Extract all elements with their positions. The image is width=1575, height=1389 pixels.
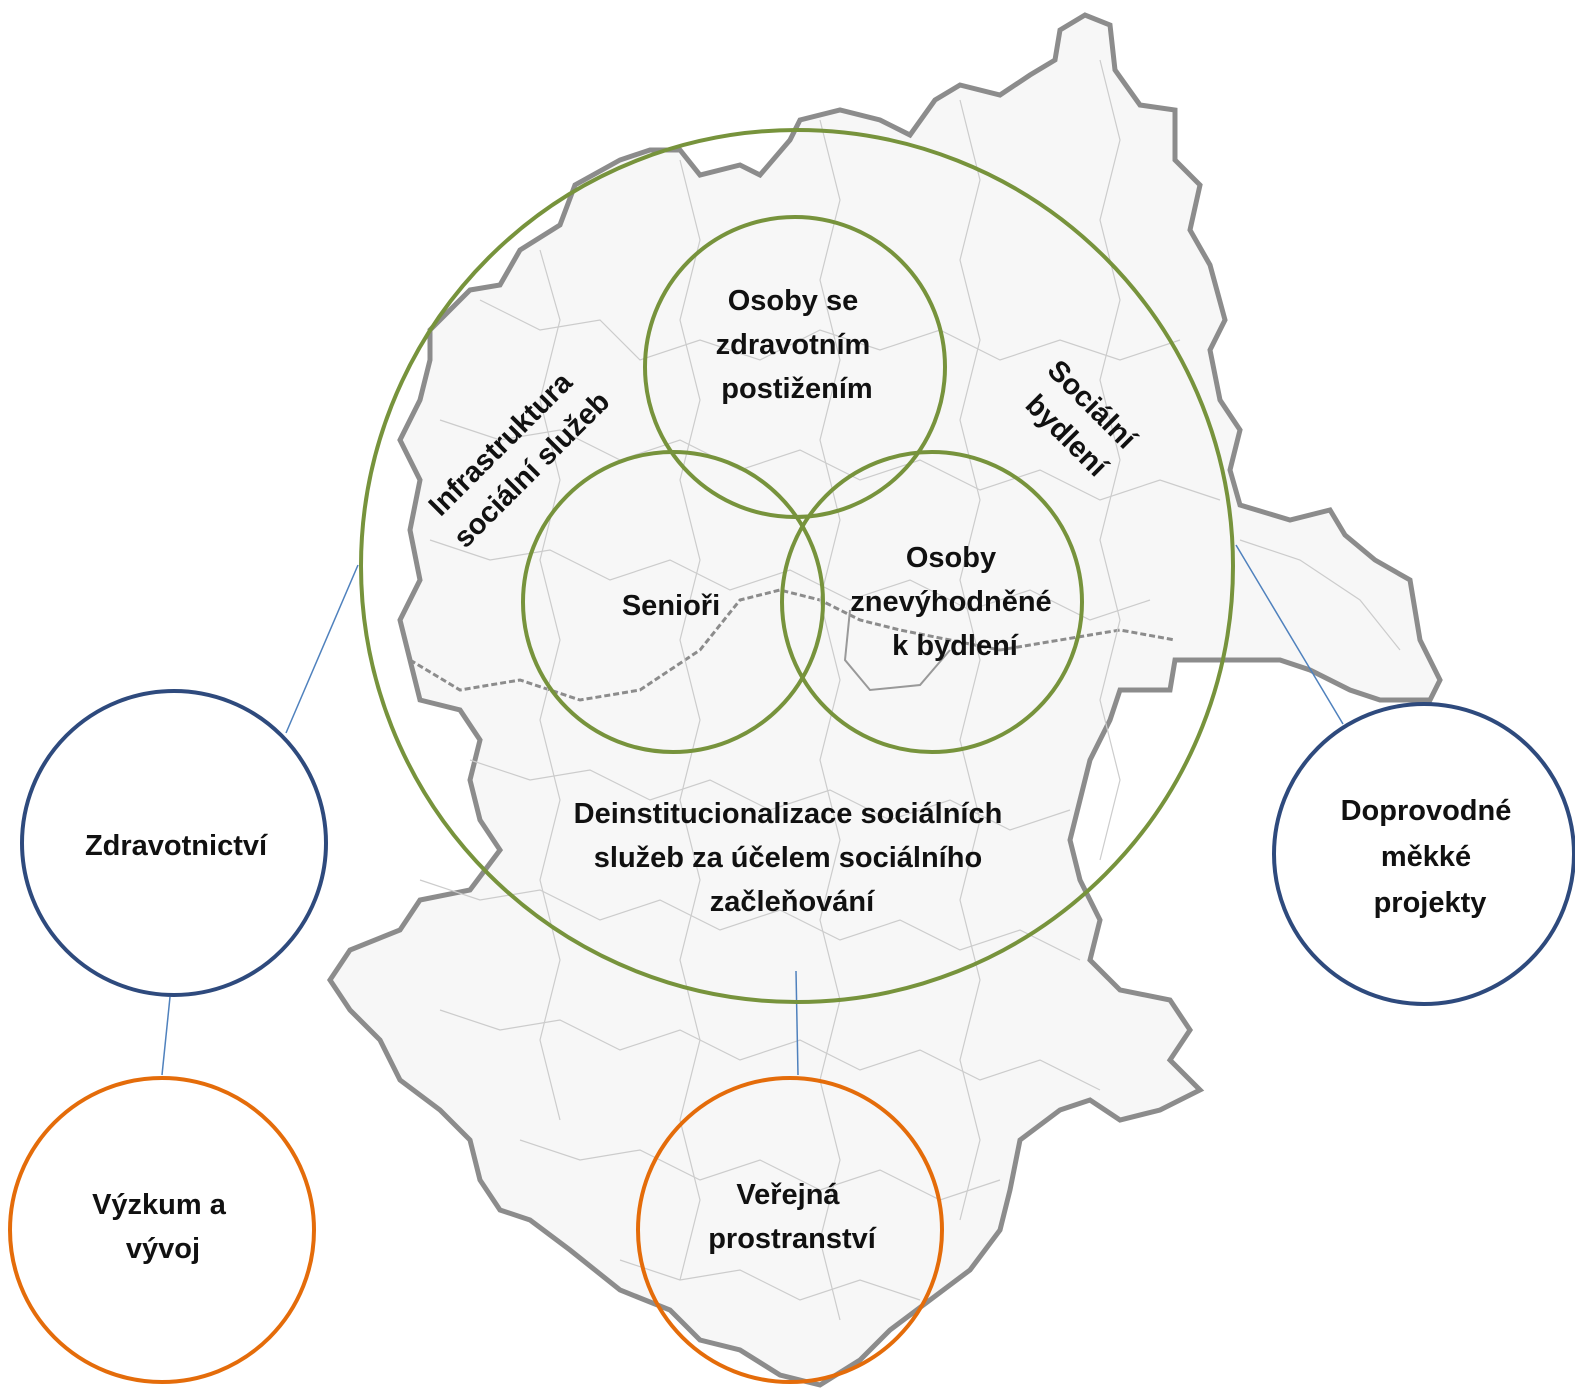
research-label: Výzkum a vývoj	[92, 1189, 234, 1265]
connectors	[161, 544, 1344, 1076]
research-circle	[8, 1076, 316, 1384]
housing-circle	[780, 450, 1084, 754]
healthcare-circle	[20, 689, 328, 997]
seniors-circle	[521, 450, 825, 754]
seniors-label: Senioři	[622, 590, 720, 622]
municipal-borders	[419, 59, 1401, 1321]
healthcare-label: Zdravotnictví	[85, 830, 268, 862]
region-map	[326, 12, 1443, 1388]
public-spaces-label: Veřejná prostranství	[708, 1179, 877, 1255]
district-border	[409, 588, 1176, 702]
connector-line	[1235, 544, 1344, 725]
map-outline	[326, 12, 1443, 1388]
connector-line	[795, 970, 799, 1076]
outer-circle	[359, 128, 1235, 1004]
public-spaces-circle	[636, 1076, 944, 1384]
disability-label: Osoby se zdravotním postižením	[716, 285, 879, 405]
deinstitutionalization-label: Deinstitucionalizace sociálních služeb z…	[574, 798, 1011, 918]
housing-disadvantaged-label: Osoby znevýhodněné k bydlení	[850, 542, 1060, 662]
soft-projects-label: Doprovodné měkké projekty	[1341, 795, 1520, 919]
connector-line	[285, 564, 359, 734]
soft-projects-circle	[1272, 702, 1575, 1006]
district-border	[843, 609, 951, 692]
connector-line	[161, 996, 171, 1076]
